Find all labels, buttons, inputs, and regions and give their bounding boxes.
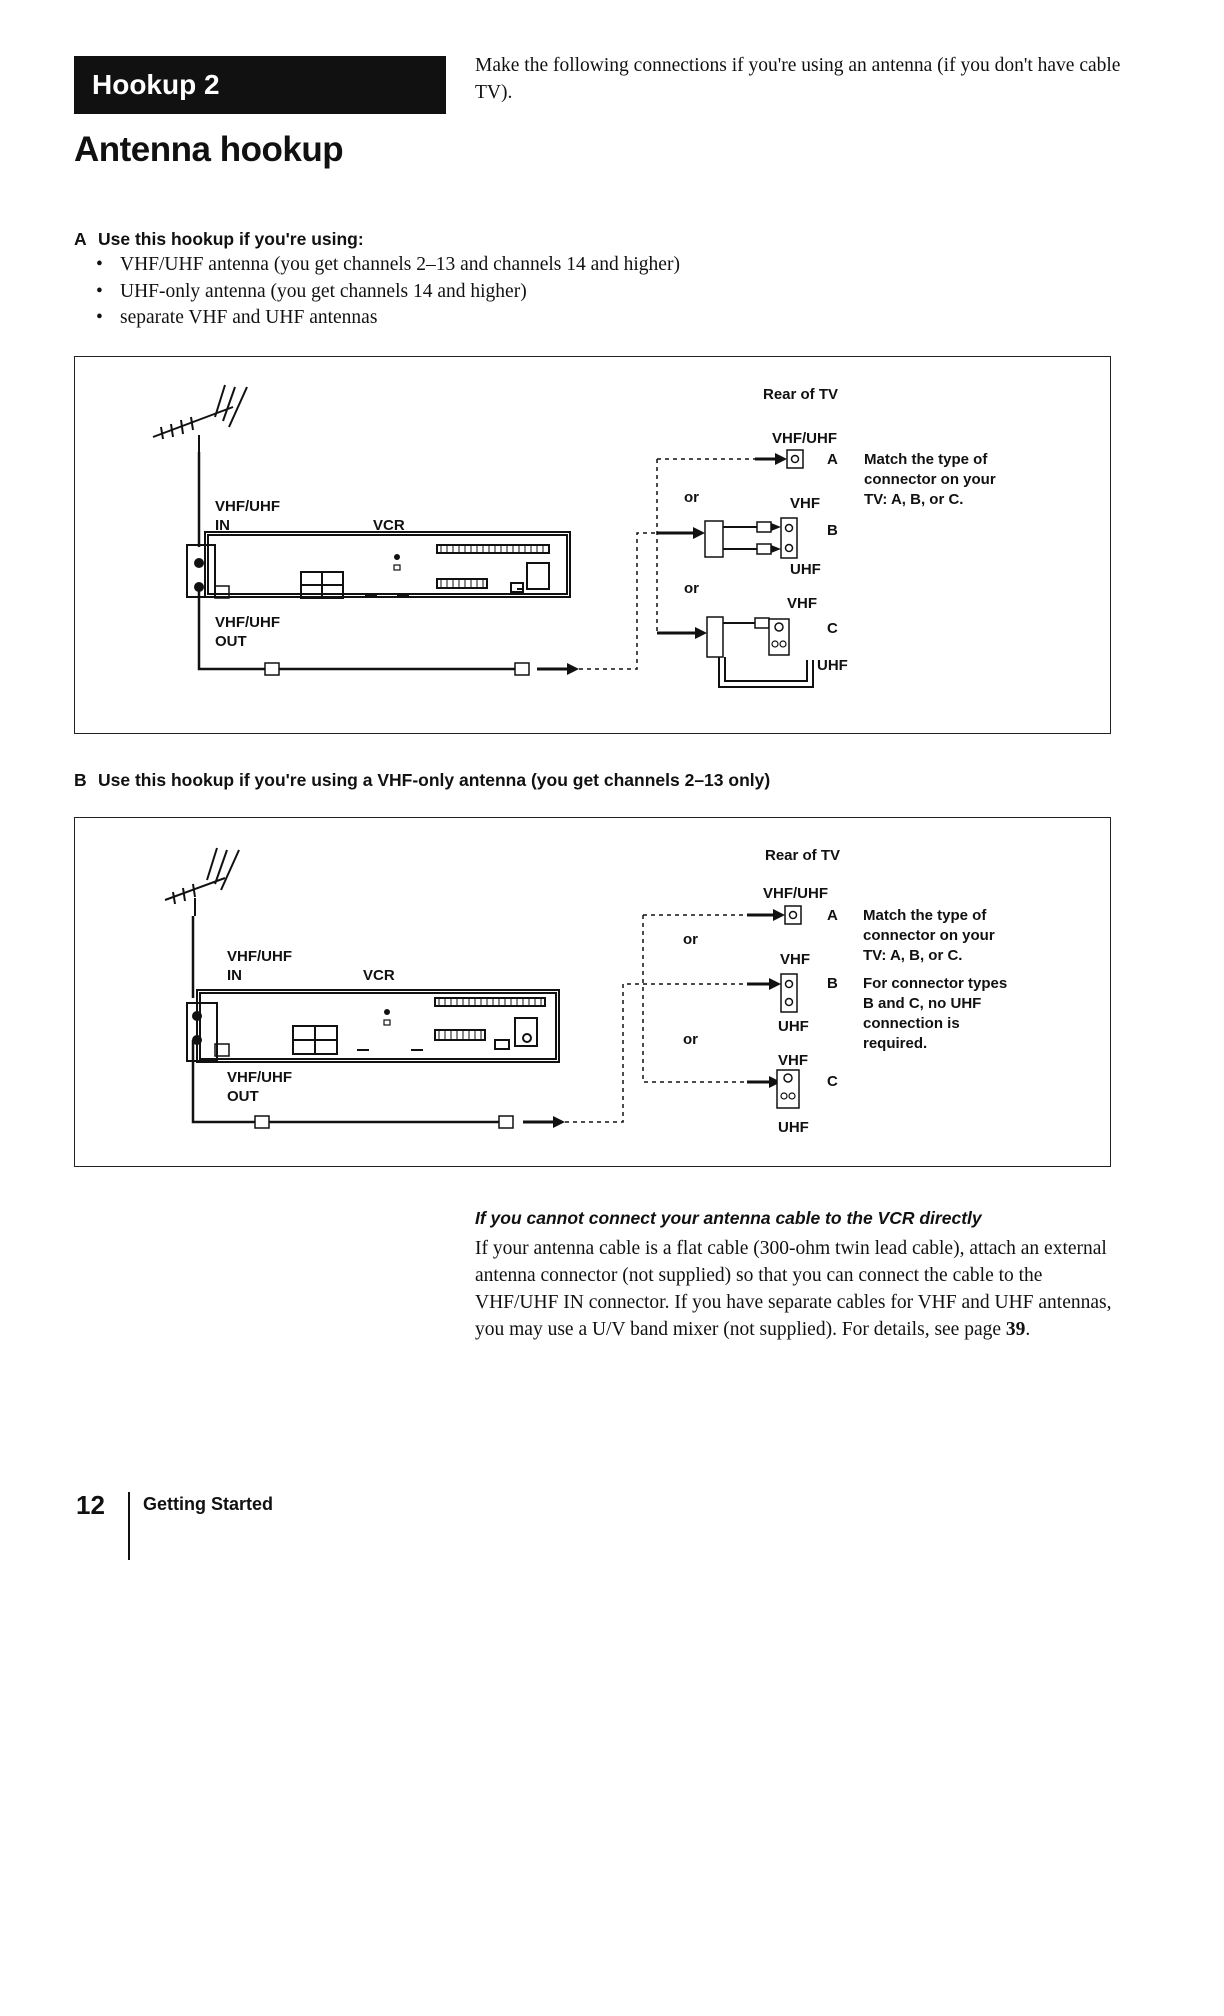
- vcr-out-label: VHF/UHF: [227, 1069, 292, 1086]
- tip-body-end: .: [1025, 1319, 1031, 1340]
- or-label: or: [684, 580, 699, 597]
- uhf-label: UHF: [778, 1119, 809, 1136]
- antenna-icon: [152, 384, 248, 452]
- section-a-letter: A: [74, 229, 87, 249]
- vhf-label: VHF: [780, 951, 810, 968]
- hookup-badge: Hookup 2: [74, 56, 446, 114]
- diagram-b: Rear of TV VHF/UHF VHF/UHF IN VCR VHF/UH…: [74, 817, 1111, 1167]
- tip-page-ref: 39: [1005, 1319, 1026, 1340]
- diagram-note: B and C, no UHF: [863, 995, 981, 1012]
- section-b-heading: B Use this hookup if you're using a VHF-o…: [74, 770, 770, 791]
- vcr-in-label-2: IN: [227, 967, 242, 984]
- vcr-out-label: VHF/UHF: [215, 614, 280, 631]
- list-item: UHF-only antenna (you get channels 14 an…: [96, 279, 680, 306]
- list-item: VHF/UHF antenna (you get channels 2–13 a…: [96, 252, 680, 279]
- vcr-vent-lines: [438, 998, 542, 1040]
- diagram-note: TV: A, B, or C.: [863, 947, 962, 964]
- diagram-note: Match the type of: [863, 907, 987, 924]
- connector-letter-a: A: [827, 907, 838, 924]
- section-a-heading-text: Use this hookup if you're using:: [98, 229, 364, 249]
- intro-text: Make the following connections if you're…: [475, 55, 1121, 103]
- vcr-in-label-2: IN: [215, 517, 230, 534]
- vcr-label: VCR: [373, 517, 405, 534]
- vcr-label: VCR: [363, 967, 395, 984]
- page-number: 12: [76, 1490, 105, 1520]
- tip-body: If your antenna cable is a flat cable (3…: [475, 1235, 1115, 1343]
- diagram-note: connector on your: [863, 927, 995, 944]
- tip-title: If you cannot connect your antenna cable…: [475, 1208, 982, 1228]
- diagram-note: required.: [863, 1035, 927, 1052]
- diagram-b-drawing: Rear of TV VHF/UHF VHF/UHF IN VCR VHF/UH…: [164, 847, 1007, 1136]
- rear-of-tv-label: Rear of TV: [763, 386, 838, 403]
- list-item: separate VHF and UHF antennas: [96, 305, 680, 332]
- vcr-out-label-2: OUT: [227, 1088, 259, 1105]
- hookup-badge-label: Hookup 2: [92, 69, 220, 100]
- uhf-label: UHF: [817, 657, 848, 674]
- section-b-heading-text: Use this hookup if you're using a VHF-on…: [98, 770, 771, 790]
- tip-body-text: If your antenna cable is a flat cable (3…: [475, 1238, 1112, 1340]
- vhf-uhf-label: VHF/UHF: [772, 430, 837, 447]
- section-b-letter: B: [74, 770, 87, 790]
- antenna-icon: [164, 847, 240, 916]
- connector-letter-b: B: [827, 522, 838, 539]
- vhf-uhf-label: VHF/UHF: [763, 885, 828, 902]
- uhf-label: UHF: [790, 561, 821, 578]
- connector-letter-b: B: [827, 975, 838, 992]
- diagram-note: TV: A, B, or C.: [864, 491, 963, 508]
- vcr-vent-lines: [440, 545, 544, 588]
- connector-letter-a: A: [827, 451, 838, 468]
- diagram-note: For connector types: [863, 975, 1007, 992]
- vcr-in-label: VHF/UHF: [227, 948, 292, 965]
- diagram-note: connection is: [863, 1015, 960, 1032]
- vhf-label: VHF: [787, 595, 817, 612]
- vhf-label: VHF: [790, 495, 820, 512]
- or-label: or: [684, 489, 699, 506]
- section-a-list: VHF/UHF antenna (you get channels 2–13 a…: [96, 252, 680, 332]
- vcr-out-label-2: OUT: [215, 633, 247, 650]
- uhf-label: UHF: [778, 1018, 809, 1035]
- connector-letter-c: C: [827, 620, 838, 637]
- vcr-in-label: VHF/UHF: [215, 498, 280, 515]
- vhf-label: VHF: [778, 1052, 808, 1069]
- page-title: Antenna hookup: [74, 130, 344, 169]
- footer-section-name: Getting Started: [143, 1494, 274, 1514]
- vcr-rear-panel: [186, 989, 560, 1063]
- or-label: or: [683, 931, 698, 948]
- section-a-heading: A Use this hookup if you're using:: [74, 229, 364, 250]
- footer-divider: [128, 1492, 130, 1560]
- diagram-note: Match the type of: [864, 451, 988, 468]
- diagram-a: Rear of TV VHF/UHF VHF/UHF IN VCR VHF/UH…: [74, 356, 1111, 734]
- diagram-a-drawing: Rear of TV VHF/UHF VHF/UHF IN VCR VHF/UH…: [152, 384, 996, 688]
- diagram-note: connector on your: [864, 471, 996, 488]
- connector-letter-c: C: [827, 1073, 838, 1090]
- vcr-rear-panel: [186, 531, 571, 599]
- or-label: or: [683, 1031, 698, 1048]
- rear-of-tv-label: Rear of TV: [765, 847, 840, 864]
